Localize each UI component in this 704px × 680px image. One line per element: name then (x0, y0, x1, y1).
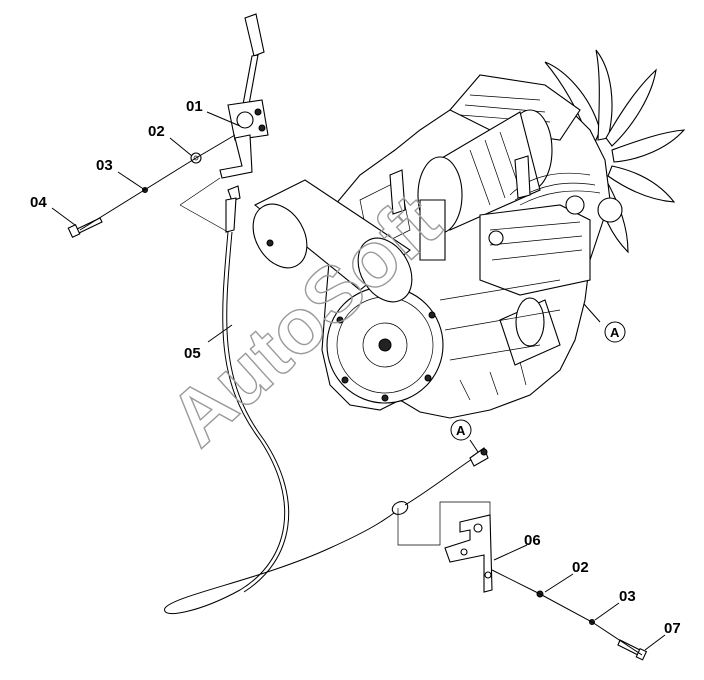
label-part-07: 07 (664, 620, 681, 637)
label-part-05: 05 (184, 345, 201, 362)
reference-marker-a-cable: A (450, 419, 472, 441)
label-part-03-top: 03 (96, 157, 113, 174)
throttle-lever-assembly (219, 13, 269, 179)
engine-assembly (252, 49, 686, 419)
label-part-04: 04 (30, 194, 47, 211)
bolt-04 (67, 217, 103, 238)
label-part-02-top: 02 (148, 123, 165, 140)
bolt-07 (617, 639, 648, 661)
muffler (252, 179, 413, 303)
oil-filter (499, 297, 561, 366)
cable-bracket-06 (444, 514, 493, 593)
air-filter (417, 109, 553, 234)
label-part-03-bottom: 03 (619, 588, 636, 605)
label-part-01: 01 (186, 98, 203, 115)
label-part-02-bottom: 02 (572, 559, 589, 576)
reference-marker-a-engine: A (604, 321, 626, 343)
throttle-cable (164, 185, 489, 615)
lever-knob (244, 13, 265, 57)
label-part-06: 06 (524, 532, 541, 549)
svg-text:A: A (610, 325, 620, 340)
svg-text:A: A (456, 423, 466, 438)
